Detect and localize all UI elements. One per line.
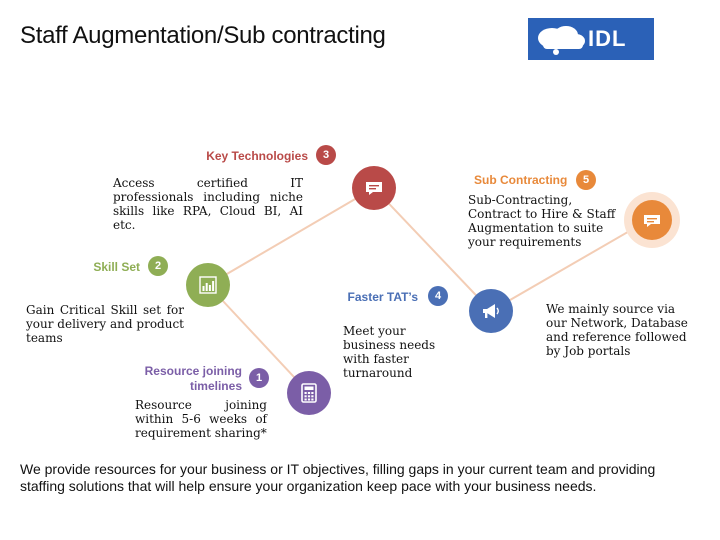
logo-text: IDL [588, 26, 627, 51]
chat-bubble-icon [366, 182, 382, 195]
step-1-heading: Resource joining timelines [130, 364, 242, 394]
step-3-heading: Key Technologies [206, 149, 308, 163]
step-4-node [469, 289, 513, 333]
step-2-heading: Skill Set [93, 260, 140, 274]
step-5-heading: Sub Contracting [474, 173, 568, 187]
megaphone-icon [483, 304, 499, 318]
step-2-node [186, 263, 230, 307]
step-2-badge: 2 [148, 256, 168, 276]
step-5-node-ring [624, 192, 680, 248]
step-3-badge: 3 [316, 145, 336, 165]
step-3-node [352, 166, 396, 210]
company-logo: IDL [528, 18, 654, 60]
step-3-description: Access certified IT professionals includ… [113, 176, 303, 232]
step-4-description: Meet your business needs with faster tur… [343, 324, 436, 380]
step-1-description: Resource joining within 5-6 weeks of req… [135, 398, 267, 440]
step-2-description: Gain Critical Skill set for your deliver… [26, 303, 184, 345]
step-4-heading: Faster TAT’s [347, 290, 418, 304]
step-1-heading-line-1: Resource joining [144, 364, 242, 378]
cloud-logo-icon [538, 26, 585, 55]
step-4-badge: 4 [428, 286, 448, 306]
step-1-heading-line-2: timelines [189, 379, 242, 393]
chat-bubble-icon [644, 215, 660, 227]
step-5-badge: 5 [576, 170, 596, 190]
step-5-description: Sub-Contracting, Contract to Hire & Staf… [468, 193, 616, 249]
step-5-node [632, 200, 672, 240]
connector-1-2 [207, 284, 309, 393]
connector-4-5 [490, 217, 653, 312]
source-note: We mainly source via our Network, Databa… [546, 302, 688, 358]
connector-2-3 [207, 187, 375, 286]
step-1-node [287, 371, 331, 415]
step-1-badge: 1 [249, 368, 269, 388]
connector-3-4 [373, 187, 492, 312]
footer-paragraph: We provide resources for your business o… [20, 461, 656, 494]
calculator-icon [301, 383, 317, 403]
bar-chart-icon [199, 276, 217, 294]
slide-title: Staff Augmentation/Sub contracting [20, 22, 386, 49]
